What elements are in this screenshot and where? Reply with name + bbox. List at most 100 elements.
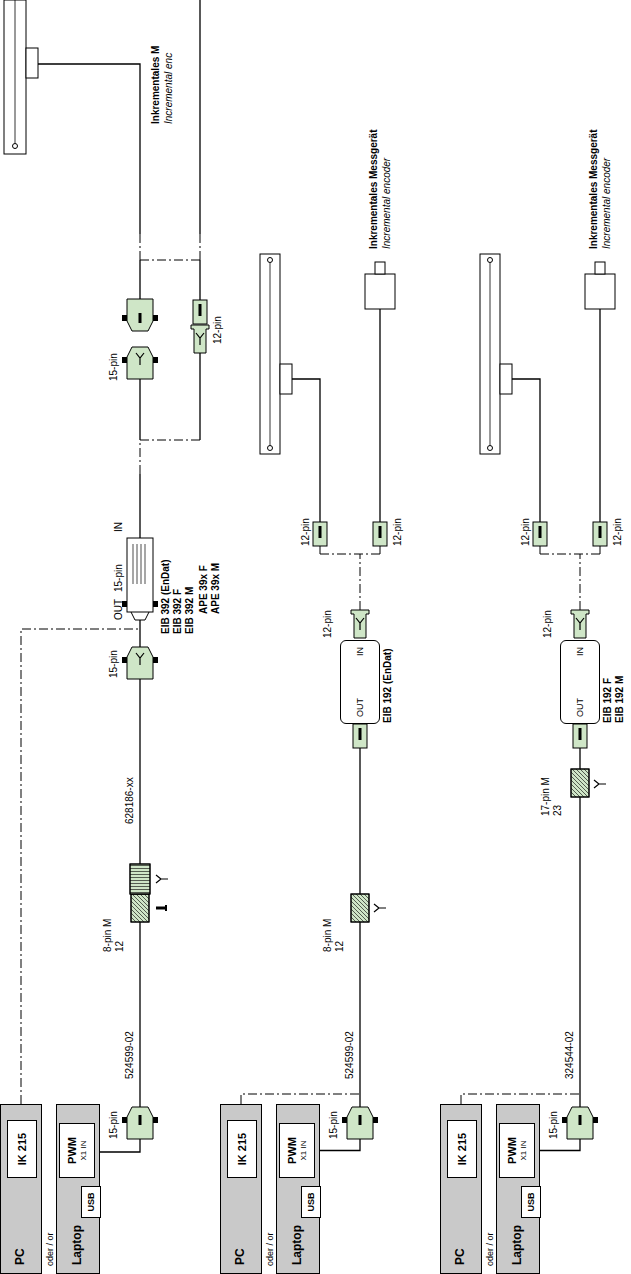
part-label: 524599-02 [124, 1031, 136, 1079]
part-label: 15-pin [108, 353, 120, 381]
ape-connector [122, 538, 158, 620]
node-text: Laptop [71, 1225, 85, 1265]
node-text: Laptop [291, 1225, 305, 1265]
node-text: PC [454, 1248, 468, 1265]
part-name: EIB 392 (EnDat) [160, 560, 172, 634]
node-text: IK 215 [236, 1133, 249, 1165]
m12-plug [130, 864, 150, 894]
module-box: IK 215 [7, 1120, 37, 1178]
node-text: OUT [355, 698, 365, 717]
row-3-hardware [461, 254, 615, 1139]
part-label: oder / or [484, 1232, 496, 1266]
node-text: USB [526, 1193, 536, 1212]
part-label: Incremental enc [163, 53, 175, 124]
part-label: 8-pin M 12 [102, 918, 126, 952]
node-text: EIB 192 (EnDat) [382, 649, 394, 723]
optional-link [21, 440, 200, 1104]
part-label: 12-pin [612, 518, 624, 546]
part-label: Incremental encoder [381, 158, 393, 249]
part-label: 15-pin [328, 1111, 340, 1139]
interface-box: OUTINEIB 192 (EnDat) [340, 640, 380, 724]
part-label: 15-pin [548, 1111, 560, 1139]
part-label: 15-pin [108, 650, 120, 678]
node-text: Laptop [511, 1225, 525, 1265]
module-box: PWMX1 IN [499, 1123, 535, 1178]
node-text: EIB 192 F [602, 676, 614, 723]
node-text: X1 IN [519, 1141, 528, 1161]
part-label: Incremental encoder [601, 158, 613, 249]
part-name: Inkrementales M [150, 46, 162, 124]
dsub-connector [122, 1107, 158, 1139]
node-text: IN [355, 647, 365, 656]
node-text: EIB 192 M [614, 676, 626, 723]
dsub-socket [122, 647, 158, 679]
part-name: Inkrementales Messgerät [588, 129, 600, 249]
m23-coupling [571, 769, 589, 797]
node-text: PWM [286, 1137, 299, 1164]
part-label: oder / or [264, 1232, 276, 1266]
node-text: IK 215 [456, 1133, 469, 1165]
part-name: Inkrementales Messgerät [368, 129, 380, 249]
node-text: PC [234, 1248, 248, 1265]
part-label: 15-pin [113, 564, 125, 592]
cable-connector [315, 724, 360, 1151]
heading-group: EIB 192 FEIB 192 M [602, 676, 626, 723]
interface-hardware [241, 254, 395, 1139]
part-label: 324544-02 [564, 1031, 576, 1079]
coupling-12pin [191, 325, 209, 353]
device-box: IK 215PC [220, 1104, 262, 1274]
part-label: 524599-02 [344, 1031, 356, 1079]
part-label: 8-pin M 12 [322, 918, 346, 952]
part-label: 12-pin [520, 518, 532, 546]
node-text: PWM [506, 1137, 519, 1164]
part-name: APE 39x F [198, 565, 210, 614]
cable [38, 0, 200, 234]
heading-group: EIB 192 (EnDat) [382, 649, 394, 723]
optional-link [140, 234, 200, 260]
part-label: IN [113, 522, 125, 532]
module-box: IK 215 [447, 1120, 477, 1178]
part-label: 12-pin [322, 610, 334, 638]
part-label: 12-pin [542, 610, 554, 638]
device-box: PWMX1 IN USB Laptop [276, 1104, 320, 1274]
row-2-hardware [241, 254, 395, 1139]
part-label: 12-pin [300, 518, 312, 546]
linear-encoder [4, 0, 38, 154]
m12-coupling [351, 894, 369, 922]
node-text: X1 IN [79, 1141, 88, 1161]
node-text: X1 IN [299, 1141, 308, 1161]
node-text: USB [86, 1193, 96, 1212]
node-text: IN [575, 647, 585, 656]
node-text: PC [14, 1248, 28, 1265]
node-text: PWM [66, 1137, 79, 1164]
plug-12pin [193, 300, 207, 324]
part-name: EIB 392 F [172, 589, 184, 634]
part-label: 15-pin [108, 1111, 120, 1139]
part-label: 628186-xx [124, 777, 136, 824]
module-box: USB [301, 1186, 321, 1218]
node-text: OUT [575, 698, 585, 717]
socket-symbol [374, 904, 386, 912]
device-box: IK 215PC [440, 1104, 482, 1274]
m12-coupling [131, 894, 149, 922]
module-box: USB [521, 1186, 541, 1218]
socket-symbol [594, 780, 606, 788]
device-box: IK 215PC [0, 1104, 42, 1274]
device-box: PWMX1 IN USB Laptop [496, 1104, 540, 1274]
module-box: USB [81, 1186, 101, 1218]
part-label: 12-pin [392, 518, 404, 546]
interface-hardware [461, 254, 615, 1139]
part-label: 12-pin [212, 316, 224, 344]
part-label: 17-pin M 23 [540, 776, 564, 816]
part-name: EIB 392 M [184, 587, 196, 634]
dsub-connector [122, 299, 158, 331]
dsub-socket [122, 347, 158, 379]
node-text: IK 215 [16, 1133, 29, 1165]
node-text: USB [306, 1193, 316, 1212]
part-label: oder / or [44, 1232, 56, 1266]
module-box: PWMX1 IN [279, 1123, 315, 1178]
row-1-hardware [4, 0, 209, 1152]
